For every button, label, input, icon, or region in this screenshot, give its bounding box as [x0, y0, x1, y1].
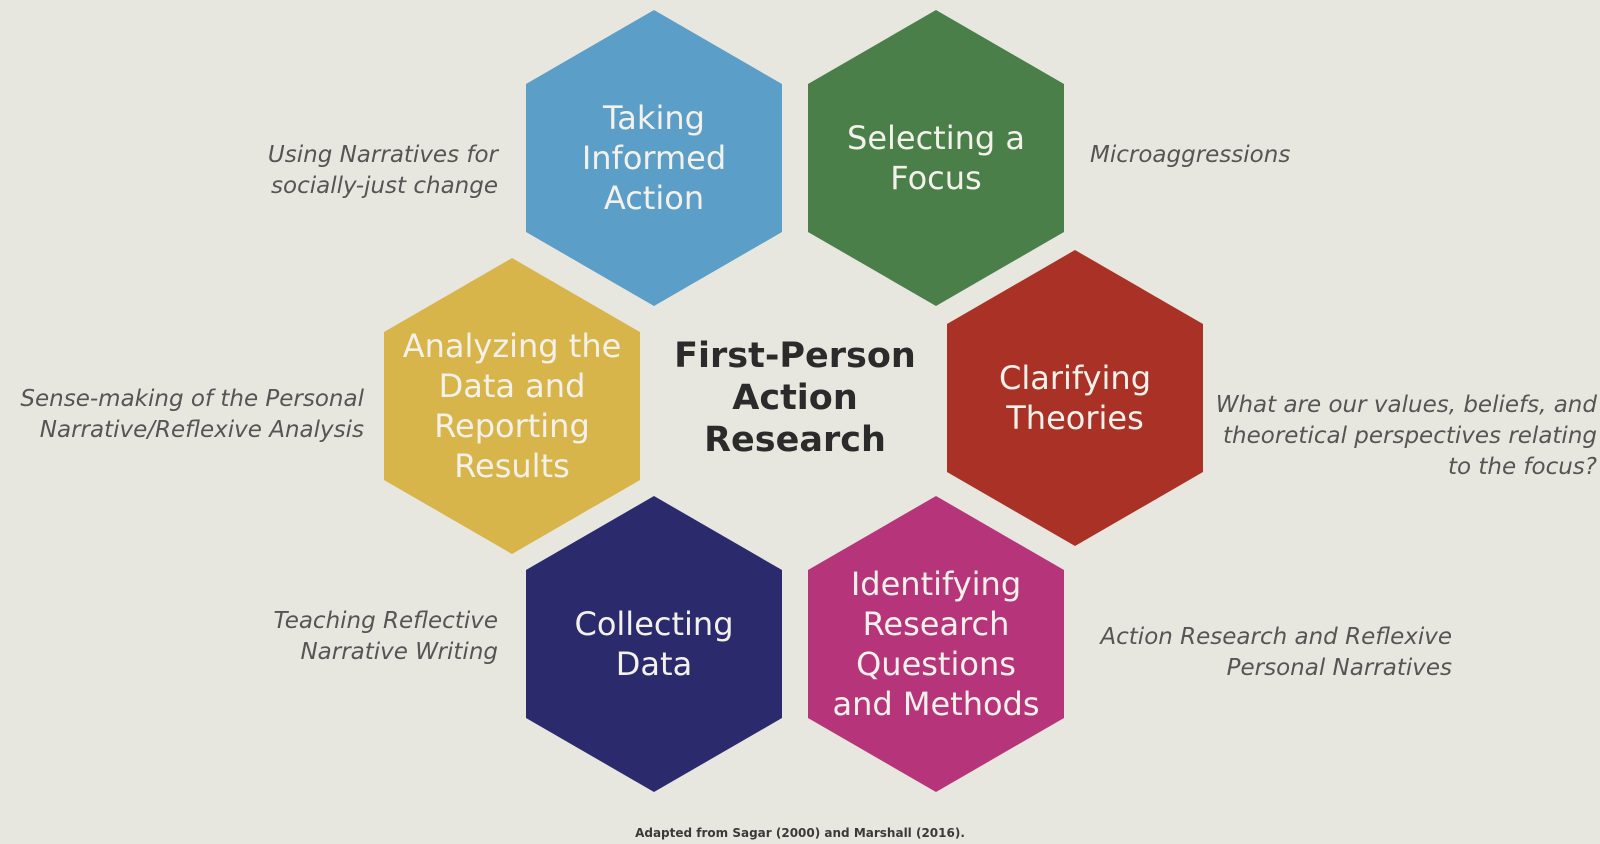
- annotation-taking-informed-action: Using Narratives for socially-just chang…: [267, 142, 498, 199]
- hex-taking-informed-action: [526, 10, 782, 306]
- hex-analyzing-the-data: [384, 258, 640, 554]
- hex-selecting-a-focus: [808, 10, 1064, 306]
- hex-clarifying-theories: [947, 250, 1203, 546]
- hex-collecting-data: [526, 496, 782, 792]
- annotation-identifying-research-questions: Action Research and Reflexive Personal N…: [1100, 624, 1452, 681]
- annotation-collecting-data: Teaching Reflective Narrative Writing: [273, 608, 498, 665]
- annotation-analyzing-the-data: Sense-making of the Personal Narrative/R…: [20, 386, 364, 443]
- hex-identifying-research-questions: [808, 496, 1064, 792]
- annotation-clarifying-theories: What are our values, beliefs, and theore…: [1215, 392, 1597, 480]
- citation-footer: Adapted from Sagar (2000) and Marshall (…: [635, 826, 965, 840]
- center-title: First-Person Action Research: [674, 336, 916, 460]
- annotation-selecting-a-focus: Microaggressions: [1090, 142, 1291, 168]
